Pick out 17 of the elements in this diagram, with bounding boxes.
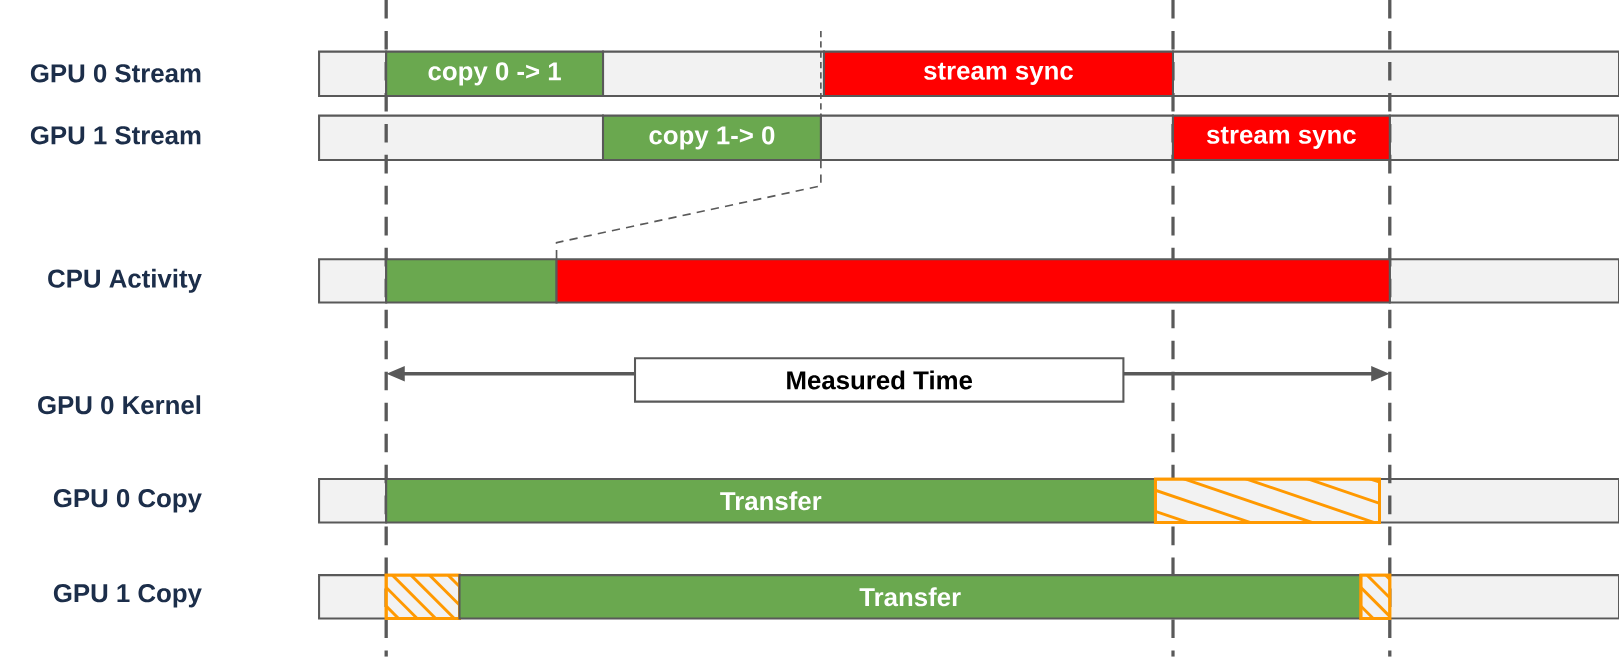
- row-label: GPU 1 Copy: [53, 584, 202, 608]
- row-label: GPU 0 Kernel: [38, 395, 201, 415]
- row-label: GPU 0 Stream: [30, 64, 201, 83]
- row-label: GPU 1 Stream: [30, 126, 201, 145]
- activity-bar: Transfer: [458, 574, 1362, 620]
- row-label: GPU 0 Copy: [53, 489, 202, 513]
- activity-bar: copy 0 -> 1: [385, 50, 605, 98]
- activity-bar: stream sync: [1171, 114, 1391, 162]
- hatched-bar: [1153, 477, 1381, 525]
- activity-bar: Transfer: [385, 478, 1157, 524]
- label-box: Measured Time: [634, 357, 1125, 403]
- activity-bar: stream sync: [822, 50, 1174, 98]
- activity-bar: copy 1-> 0: [601, 114, 822, 162]
- hatched-bar: [384, 573, 461, 621]
- hatched-bar: [1359, 573, 1392, 621]
- row-label: CPU Activity: [48, 268, 202, 293]
- leader-line: [555, 159, 822, 261]
